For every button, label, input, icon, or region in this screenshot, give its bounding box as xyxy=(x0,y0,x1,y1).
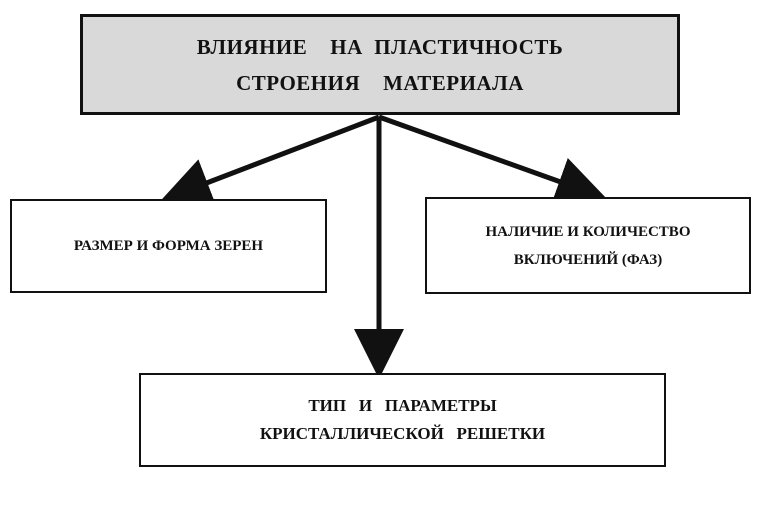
lattice-box: ТИП И ПАРАМЕТРЫ КРИСТАЛЛИЧЕСКОЙ РЕШЕТКИ xyxy=(139,373,666,467)
lattice-line-2: КРИСТАЛЛИЧЕСКОЙ РЕШЕТКИ xyxy=(259,424,546,443)
grain-size-label: РАЗМЕР И ФОРМА ЗЕРЕН xyxy=(73,238,264,254)
inclusions-line-1: НАЛИЧИЕ И КОЛИЧЕСТВО xyxy=(485,223,691,240)
main-topic-line-1: ВЛИЯНИЕ НА ПЛАСТИЧНОСТЬ xyxy=(196,34,564,59)
grain-size-box: РАЗМЕР И ФОРМА ЗЕРЕН xyxy=(10,199,327,293)
lattice-line-1: ТИП И ПАРАМЕТРЫ xyxy=(308,396,497,415)
arrow-to-grain-size xyxy=(160,114,380,207)
main-topic-box: ВЛИЯНИЕ НА ПЛАСТИЧНОСТЬ СТРОЕНИЯ МАТЕРИА… xyxy=(80,14,680,115)
inclusions-box: НАЛИЧИЕ И КОЛИЧЕСТВО ВКЛЮЧЕНИЙ (ФАЗ) xyxy=(425,197,751,294)
inclusions-line-2: ВКЛЮЧЕНИЙ (ФАЗ) xyxy=(513,251,663,268)
arrow-to-inclusions xyxy=(378,114,607,206)
main-topic-line-2: СТРОЕНИЯ МАТЕРИАЛА xyxy=(236,70,524,95)
